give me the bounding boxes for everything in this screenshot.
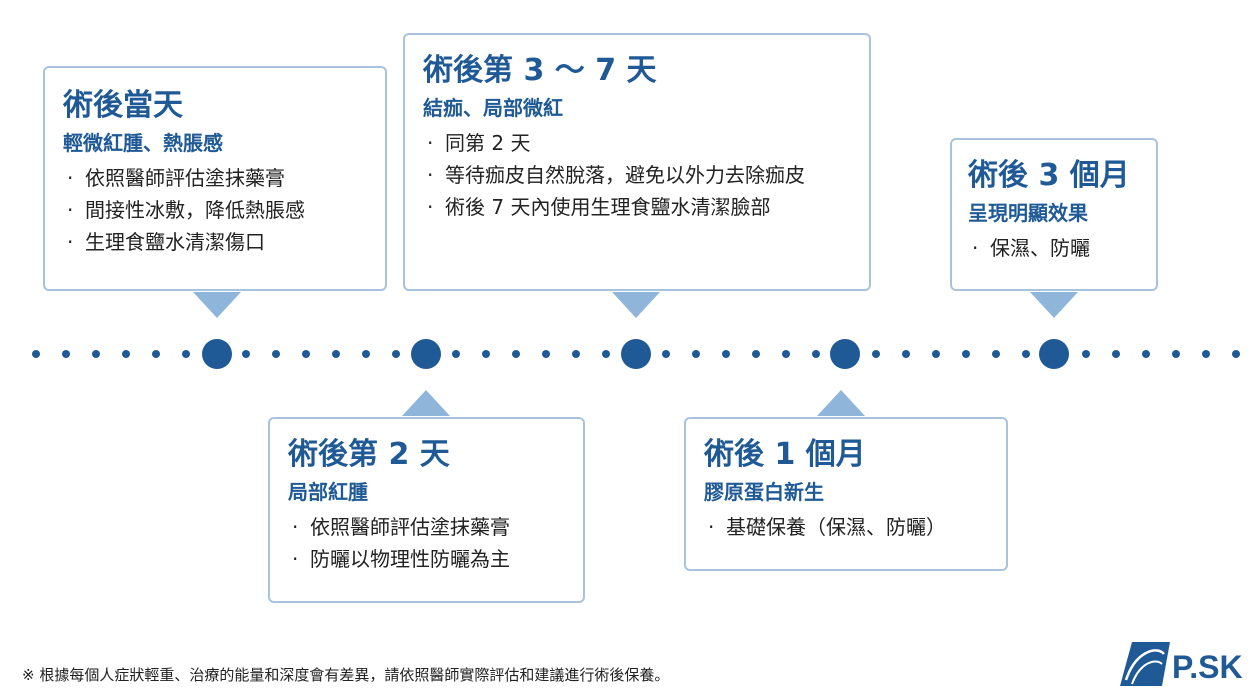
card-item: 生理食鹽水清潔傷口	[63, 226, 367, 258]
timeline-dot	[362, 350, 370, 358]
timeline-dot	[572, 350, 580, 358]
card-subtitle: 輕微紅腫、熱脹感	[63, 131, 223, 155]
timeline-dot	[512, 350, 520, 358]
timeline-dot	[302, 350, 310, 358]
timeline-dot	[332, 350, 340, 358]
card-items: 依照醫師評估塗抹藥膏 間接性冰敷，降低熱脹感 生理食鹽水清潔傷口	[63, 162, 367, 258]
card-pointer-day3-7	[612, 292, 660, 318]
timeline-dot	[242, 350, 250, 358]
card-subtitle: 局部紅腫	[288, 480, 368, 504]
card-subtitle: 結痂、局部微紅	[423, 96, 563, 120]
timeline-dot	[932, 350, 940, 358]
timeline-dot	[872, 350, 880, 358]
card-title: 術後第 3 ～ 7 天	[423, 53, 657, 88]
pskin-logo-mark: P.SKIN	[1120, 642, 1260, 686]
timeline-dot	[722, 350, 730, 358]
timeline-dot	[32, 350, 40, 358]
card-subtitle: 膠原蛋白新生	[704, 480, 824, 504]
timeline-dot	[812, 350, 820, 358]
timeline-dot	[482, 350, 490, 358]
timeline-card-day2: 術後第 2 天 局部紅腫 依照醫師評估塗抹藥膏 防曬以物理性防曬為主	[268, 417, 585, 603]
card-items: 同第 2 天 等待痂皮自然脫落，避免以外力去除痂皮 術後 7 天內使用生理食鹽水…	[423, 127, 851, 223]
timeline-milestone-dot	[411, 339, 441, 369]
timeline-dot	[182, 350, 190, 358]
timeline-dot	[122, 350, 130, 358]
card-items: 依照醫師評估塗抹藥膏 防曬以物理性防曬為主	[288, 511, 565, 575]
timeline-card-month3: 術後 3 個月 呈現明顯效果 保濕、防曬	[950, 138, 1158, 291]
timeline-dot	[992, 350, 1000, 358]
timeline-dot	[692, 350, 700, 358]
timeline-milestone-dot	[621, 339, 651, 369]
timeline-dot	[392, 350, 400, 358]
timeline-milestone-dot	[830, 339, 860, 369]
timeline-dot	[752, 350, 760, 358]
timeline-dot	[272, 350, 280, 358]
card-item: 等待痂皮自然脫落，避免以外力去除痂皮	[423, 159, 851, 191]
timeline-milestone-dot	[1039, 339, 1069, 369]
card-title: 術後第 2 天	[288, 437, 450, 472]
timeline-dot	[1232, 350, 1240, 358]
card-subtitle: 呈現明顯效果	[968, 201, 1088, 225]
card-title: 術後 1 個月	[704, 437, 866, 472]
timeline-dot	[62, 350, 70, 358]
timeline-card-day3-7: 術後第 3 ～ 7 天 結痂、局部微紅 同第 2 天 等待痂皮自然脫落，避免以外…	[403, 33, 871, 291]
pskin-logo: P.SKIN	[1118, 640, 1260, 688]
logo-text: P.SKIN	[1172, 649, 1244, 685]
card-item: 術後 7 天內使用生理食鹽水清潔臉部	[423, 191, 851, 223]
card-pointer-day2	[402, 390, 450, 416]
timeline-dot	[782, 350, 790, 358]
timeline-dot	[902, 350, 910, 358]
timeline-dot	[1202, 350, 1210, 358]
timeline-dot	[152, 350, 160, 358]
card-item: 防曬以物理性防曬為主	[288, 543, 565, 575]
timeline-card-month1: 術後 1 個月 膠原蛋白新生 基礎保養（保濕、防曬）	[684, 417, 1008, 571]
card-item: 依照醫師評估塗抹藥膏	[288, 511, 565, 543]
timeline-card-day0: 術後當天 輕微紅腫、熱脹感 依照醫師評估塗抹藥膏 間接性冰敷，降低熱脹感 生理食…	[43, 66, 387, 291]
timeline-dot	[452, 350, 460, 358]
timeline-dot	[962, 350, 970, 358]
card-item: 間接性冰敷，降低熱脹感	[63, 194, 367, 226]
timeline-milestone-dot	[202, 339, 232, 369]
timeline-axis	[0, 330, 1260, 378]
card-item: 基礎保養（保濕、防曬）	[704, 511, 988, 543]
timeline-dot	[542, 350, 550, 358]
footnote: ※ 根據每個人症狀輕重、治療的能量和深度會有差異，請依照醫師實際評估和建議進行術…	[22, 666, 670, 684]
timeline-dot	[662, 350, 670, 358]
timeline-dot	[1142, 350, 1150, 358]
card-items: 保濕、防曬	[968, 232, 1140, 264]
card-title: 術後當天	[63, 88, 183, 123]
timeline-dot	[1172, 350, 1180, 358]
timeline-dot	[1082, 350, 1090, 358]
card-items: 基礎保養（保濕、防曬）	[704, 511, 988, 543]
card-pointer-month1	[817, 390, 865, 416]
timeline-dot	[602, 350, 610, 358]
card-item: 同第 2 天	[423, 127, 851, 159]
timeline-dot	[1112, 350, 1120, 358]
timeline-dot	[92, 350, 100, 358]
card-item: 保濕、防曬	[968, 232, 1140, 264]
card-item: 依照醫師評估塗抹藥膏	[63, 162, 367, 194]
card-pointer-day0	[193, 292, 241, 318]
card-title: 術後 3 個月	[968, 158, 1130, 193]
timeline-dot	[1022, 350, 1030, 358]
card-pointer-month3	[1030, 292, 1078, 318]
